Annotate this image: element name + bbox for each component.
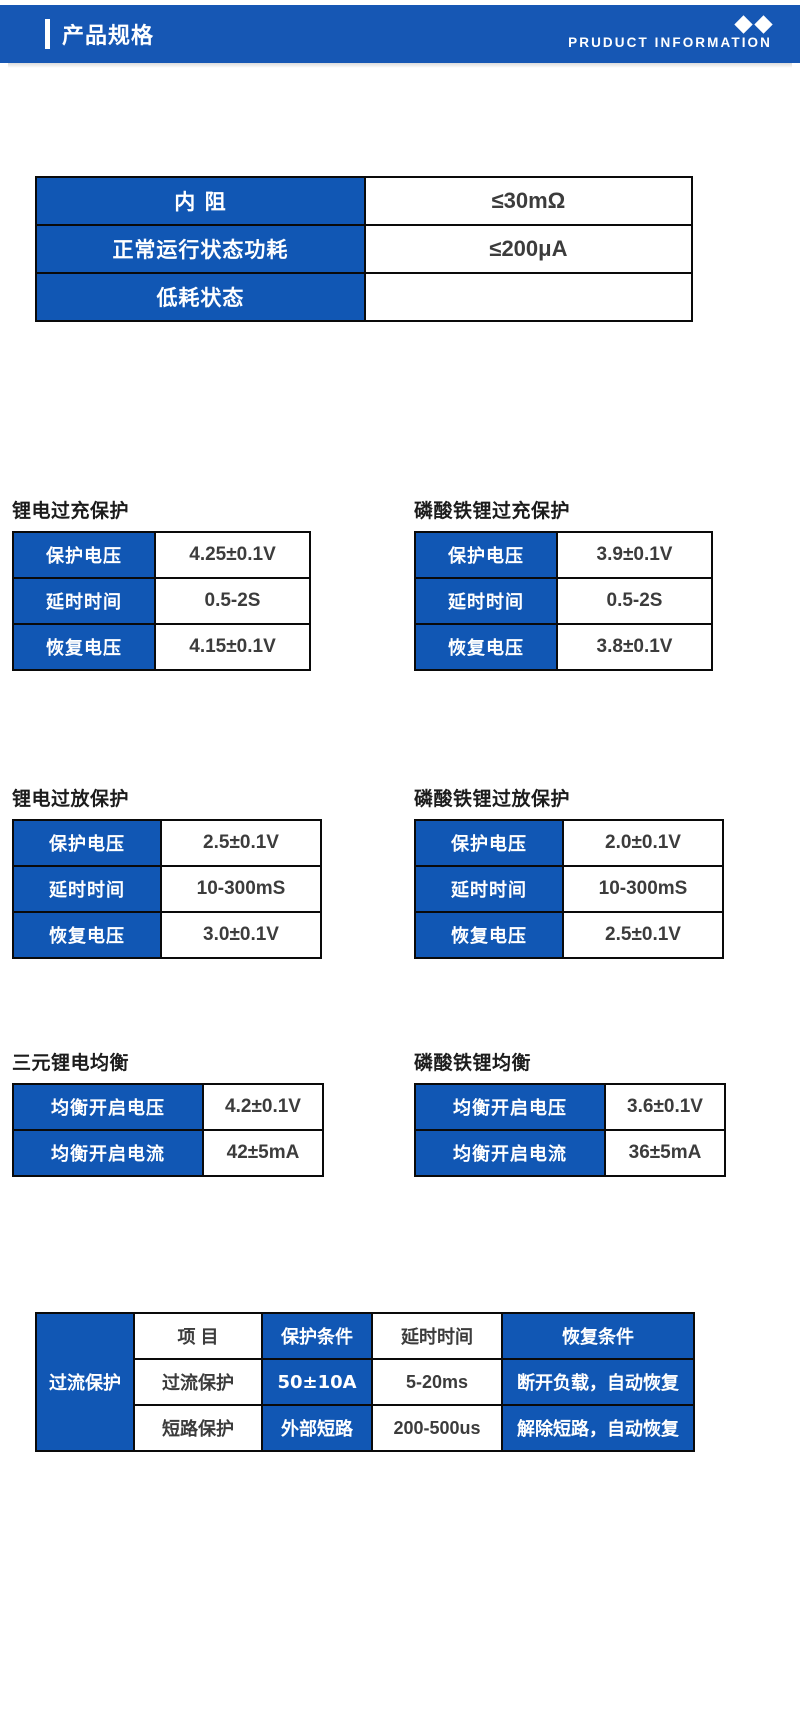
column-header-recovery: 恢复条件: [501, 1312, 695, 1360]
table-row: 延时时间 10-300mS: [12, 865, 322, 913]
table-balance-lifepo4: 均衡开启电压 3.6±0.1V 均衡开启电流 36±5mA: [414, 1083, 726, 1177]
row-label: 均衡开启电流: [12, 1129, 204, 1177]
row-value: 3.9±0.1V: [556, 531, 713, 579]
table-overcharge-lithium: 保护电压 4.25±0.1V 延时时间 0.5-2S 恢复电压 4.15±0.1…: [12, 531, 311, 671]
row-label: 恢复电压: [12, 911, 162, 959]
spec-label: 低耗状态: [35, 272, 366, 322]
row-value: 42±5mA: [202, 1129, 324, 1177]
table-header-row: 过流保护 项 目 保护条件 延时时间 恢复条件: [35, 1312, 695, 1452]
diamond-icon: [754, 15, 773, 34]
row-label: 均衡开启电压: [414, 1083, 606, 1131]
cell-item: 短路保护: [133, 1404, 263, 1452]
row-label: 均衡开启电流: [414, 1129, 606, 1177]
banner-shadow: [8, 63, 792, 68]
header-right-group: PRUDUCT INFORMATION: [568, 15, 800, 50]
row-label: 保护电压: [12, 819, 162, 867]
row-value: 2.5±0.1V: [562, 911, 724, 959]
table-row: 恢复电压 3.8±0.1V: [414, 623, 713, 671]
table-row: 低耗状态: [35, 272, 694, 322]
row-value: 4.2±0.1V: [202, 1083, 324, 1131]
page-subtitle: PRUDUCT INFORMATION: [568, 35, 772, 50]
spec-value: ≤200μA: [363, 224, 694, 274]
table-balance-ternary: 均衡开启电压 4.2±0.1V 均衡开启电流 42±5mA: [12, 1083, 324, 1177]
row-label: 恢复电压: [414, 911, 564, 959]
table-row: 均衡开启电流 42±5mA: [12, 1129, 324, 1177]
group-title-overcharge-lifepo4: 磷酸铁锂过充保护: [414, 500, 571, 522]
row-label: 延时时间: [414, 865, 564, 913]
table-overcharge-lifepo4: 保护电压 3.9±0.1V 延时时间 0.5-2S 恢复电压 3.8±0.1V: [414, 531, 713, 671]
table-row: 恢复电压 2.5±0.1V: [414, 911, 724, 959]
row-label: 恢复电压: [414, 623, 558, 671]
group-title-overdischarge-lifepo4: 磷酸铁锂过放保护: [414, 788, 571, 810]
row-label: 保护电压: [414, 531, 558, 579]
row-label: 恢复电压: [12, 623, 156, 671]
table-row: 正常运行状态功耗 ≤200μA: [35, 224, 694, 274]
table-overdischarge-lifepo4: 保护电压 2.0±0.1V 延时时间 10-300mS 恢复电压 2.5±0.1…: [414, 819, 724, 959]
row-value: 10-300mS: [562, 865, 724, 913]
group-title-overcharge-lithium: 锂电过充保护: [12, 500, 130, 522]
table-row: 均衡开启电流 36±5mA: [414, 1129, 726, 1177]
cell-item: 过流保护: [133, 1358, 263, 1406]
table-row: 均衡开启电压 3.6±0.1V: [414, 1083, 726, 1131]
column-header-condition: 保护条件: [261, 1312, 373, 1360]
diamond-icon: [734, 15, 753, 34]
table-row: 均衡开启电压 4.2±0.1V: [12, 1083, 324, 1131]
row-value: 10-300mS: [160, 865, 322, 913]
spec-table: 内 阻 ≤30mΩ 正常运行状态功耗 ≤200μA 低耗状态: [35, 176, 694, 322]
row-label: 均衡开启电压: [12, 1083, 204, 1131]
row-label: 延时时间: [12, 865, 162, 913]
overcurrent-table: 过流保护 项 目 保护条件 延时时间 恢复条件 过流保护 50±10A 5-20…: [35, 1312, 695, 1452]
row-label: 保护电压: [414, 819, 564, 867]
column-header-delay: 延时时间: [371, 1312, 503, 1360]
table-row: 延时时间 10-300mS: [414, 865, 724, 913]
table-row: 短路保护 外部短路 200-500us 解除短路，自动恢复: [36, 1404, 695, 1452]
column-header-item: 项 目: [133, 1312, 263, 1360]
table-row: 延时时间 0.5-2S: [12, 577, 311, 625]
row-value: 2.0±0.1V: [562, 819, 724, 867]
cell-condition: 外部短路: [261, 1404, 373, 1452]
group-title-overdischarge-lithium: 锂电过放保护: [12, 788, 130, 810]
page-title: 产品规格: [62, 24, 155, 49]
group-title-balance-ternary: 三元锂电均衡: [12, 1052, 130, 1074]
row-value: 36±5mA: [604, 1129, 726, 1177]
row-label: 延时时间: [414, 577, 558, 625]
table-row: 保护电压 3.9±0.1V: [414, 531, 713, 579]
table-row: 保护电压 4.25±0.1V: [12, 531, 311, 579]
diamond-icon-group: [734, 15, 773, 34]
table-overdischarge-lithium: 保护电压 2.5±0.1V 延时时间 10-300mS 恢复电压 3.0±0.1…: [12, 819, 322, 959]
row-label: 延时时间: [12, 577, 156, 625]
row-value: 0.5-2S: [154, 577, 311, 625]
row-value: 2.5±0.1V: [160, 819, 322, 867]
row-value: 4.25±0.1V: [154, 531, 311, 579]
row-value: 0.5-2S: [556, 577, 713, 625]
overcurrent-group-label: 过流保护: [35, 1312, 135, 1452]
row-value: 3.0±0.1V: [160, 911, 322, 959]
table-row: 延时时间 0.5-2S: [414, 577, 713, 625]
cell-recovery: 解除短路，自动恢复: [501, 1404, 695, 1452]
row-value: 3.8±0.1V: [556, 623, 713, 671]
table-row: 保护电压 2.0±0.1V: [414, 819, 724, 867]
row-label: 保护电压: [12, 531, 156, 579]
spec-value: ≤30mΩ: [363, 176, 694, 226]
cell-delay: 200-500us: [371, 1404, 503, 1452]
spec-value: [363, 272, 694, 322]
cell-condition: 50±10A: [261, 1358, 373, 1406]
cell-recovery: 断开负载，自动恢复: [501, 1358, 695, 1406]
table-row: 过流保护 50±10A 5-20ms 断开负载，自动恢复: [36, 1358, 695, 1406]
group-title-balance-lifepo4: 磷酸铁锂均衡: [414, 1052, 532, 1074]
header-left-group: 产品规格: [0, 18, 154, 50]
row-value: 4.15±0.1V: [154, 623, 311, 671]
cell-delay: 5-20ms: [371, 1358, 503, 1406]
table-row: 内 阻 ≤30mΩ: [35, 176, 694, 226]
spec-label: 内 阻: [35, 176, 366, 226]
spec-label: 正常运行状态功耗: [35, 224, 366, 274]
title-accent-bar: [45, 19, 50, 49]
row-value: 3.6±0.1V: [604, 1083, 726, 1131]
table-row: 恢复电压 4.15±0.1V: [12, 623, 311, 671]
table-row: 恢复电压 3.0±0.1V: [12, 911, 322, 959]
table-row: 保护电压 2.5±0.1V: [12, 819, 322, 867]
page-header-banner: 产品规格 PRUDUCT INFORMATION: [0, 5, 800, 63]
